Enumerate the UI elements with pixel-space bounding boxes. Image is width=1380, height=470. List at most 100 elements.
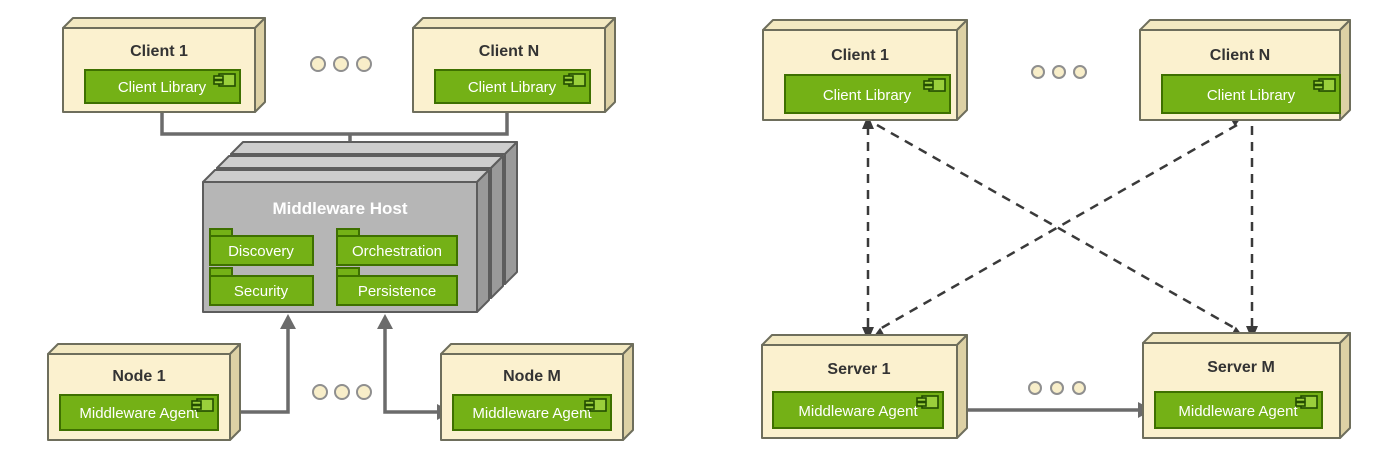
dot (333, 56, 349, 72)
box-top-face (216, 155, 504, 169)
node-middleware-host: Middleware Host Discovery Orchestration … (202, 141, 518, 313)
dot (1028, 381, 1042, 395)
package-security: Security (209, 267, 314, 306)
node-node-m: Node M Middleware Agent (440, 343, 634, 441)
dot (1052, 65, 1066, 79)
component-icon (923, 78, 946, 92)
connector-nodem-host (383, 326, 438, 414)
box-top-face (1139, 19, 1351, 31)
package-discovery: Discovery (209, 228, 314, 266)
box-top-face (47, 343, 241, 355)
package-tab (209, 267, 233, 277)
node-title: Node 1 (112, 368, 165, 385)
node-title: Client 1 (130, 43, 188, 60)
component-icon (563, 73, 586, 87)
box-side-face (490, 155, 504, 299)
ellipsis-dots (1028, 381, 1086, 395)
connector-node1-host (233, 326, 290, 414)
component-icon (1313, 78, 1336, 92)
component-label: Client Library (118, 79, 207, 96)
node-client-n: Client N Client Library (1139, 19, 1351, 121)
component-label: Middleware Agent (79, 405, 199, 422)
dot (1050, 381, 1064, 395)
box-side-face (622, 343, 634, 441)
package-label: Persistence (358, 283, 436, 300)
box-top-face (202, 169, 490, 183)
node-client-1: Client 1 Client Library (762, 19, 968, 121)
component-icon (1295, 395, 1318, 409)
dot (310, 56, 326, 72)
box-top-face (440, 343, 634, 355)
package-body (209, 275, 314, 306)
package-body (336, 275, 458, 306)
component-label: Middleware Agent (472, 405, 592, 422)
node-server-1: Server 1 Middleware Agent (761, 334, 968, 439)
package-persistence: Persistence (336, 267, 458, 306)
component-label: Middleware Agent (1178, 403, 1298, 420)
node-title: Client 1 (831, 47, 889, 64)
dot (356, 56, 372, 72)
ellipsis-dots (310, 56, 372, 72)
box-top-face (1142, 332, 1351, 344)
component-label: Client Library (468, 79, 557, 96)
node-client-1: Client 1 Client Library (62, 17, 266, 113)
component-box (784, 74, 951, 114)
dot (356, 384, 372, 400)
package-label: Orchestration (352, 243, 442, 260)
box-side-face (604, 17, 616, 113)
node-server-m: Server M Middleware Agent (1142, 332, 1351, 439)
right-diagram: Client 1 Client Library Client N Client … (761, 19, 1351, 439)
component-box (59, 394, 219, 431)
box-side-face (1339, 19, 1351, 121)
host-title: Middleware Host (272, 199, 407, 218)
node-node-1: Node 1 Middleware Agent (47, 343, 241, 441)
box-top-face (230, 141, 518, 155)
component-icon (213, 73, 236, 87)
arrowhead-up-icon (377, 314, 393, 329)
component-box (772, 391, 944, 429)
box-side-face (229, 343, 241, 441)
package-orchestration: Orchestration (336, 228, 458, 266)
box-top-face (762, 19, 968, 31)
ellipsis-dots (312, 384, 372, 400)
component-label: Client Library (823, 87, 912, 104)
component-icon (191, 398, 214, 412)
component-box (1154, 391, 1323, 429)
left-diagram: Client 1 Client Library Client N Client … (47, 17, 634, 441)
component-icon (584, 398, 607, 412)
package-tab (336, 267, 360, 277)
component-box (434, 69, 591, 104)
box-side-face (504, 141, 518, 285)
box-side-face (956, 334, 968, 439)
box-side-face (1339, 332, 1351, 439)
package-label: Discovery (228, 243, 294, 260)
component-label: Client Library (1207, 87, 1296, 104)
box-side-face (476, 169, 490, 313)
dot (334, 384, 350, 400)
connector-client1-serverm (876, 123, 1239, 332)
connector-clientn-server1 (877, 123, 1238, 332)
dot (1031, 65, 1045, 79)
node-client-n: Client N Client Library (412, 17, 616, 113)
ellipsis-dots (1031, 65, 1087, 79)
connector-clients-bus (160, 103, 509, 136)
arrowhead-up-icon (280, 314, 296, 329)
package-body (336, 235, 458, 266)
dot (1073, 65, 1087, 79)
box-side-face (254, 17, 266, 113)
component-box (1161, 74, 1341, 114)
box-top-face (761, 334, 968, 346)
package-body (209, 235, 314, 266)
node-title: Client N (479, 43, 539, 60)
dot (1072, 381, 1086, 395)
box-top-face (412, 17, 616, 29)
box-side-face (956, 19, 968, 121)
node-title: Server M (1207, 359, 1275, 376)
dot (312, 384, 328, 400)
component-icon (916, 395, 939, 409)
node-title: Node M (503, 368, 561, 385)
component-label: Middleware Agent (798, 403, 918, 420)
box-top-face (62, 17, 266, 29)
